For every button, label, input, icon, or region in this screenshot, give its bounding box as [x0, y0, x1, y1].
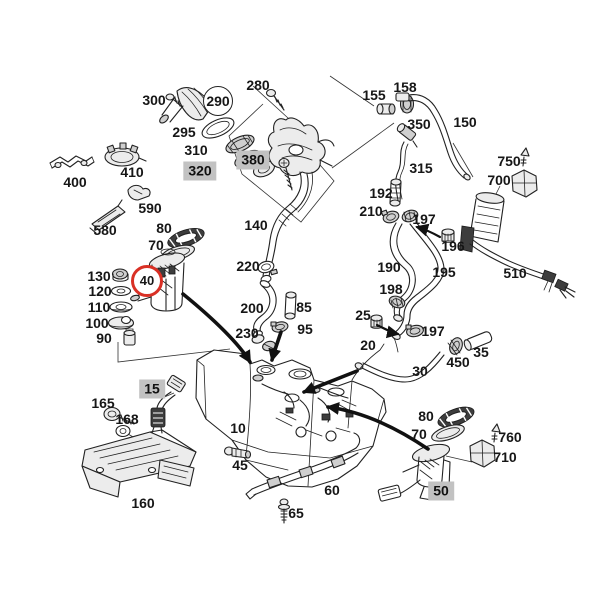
- parts-230: [251, 334, 276, 352]
- bracket-710: [469, 439, 496, 468]
- hose-195: [391, 221, 445, 340]
- fitting-155: [376, 103, 396, 115]
- strap-60: [245, 432, 361, 500]
- bracket-700: [511, 169, 538, 198]
- bolt-165: [103, 406, 135, 425]
- sender-unit-50: [377, 443, 453, 502]
- assembly-arrows: [181, 223, 442, 451]
- lock-ring-80-left: [167, 227, 205, 249]
- filler-head: [267, 117, 335, 177]
- seal-70-right: [431, 424, 465, 442]
- gasket-295: [201, 117, 235, 139]
- connector-15: [150, 374, 186, 434]
- clamp-220: [257, 260, 278, 276]
- washer-110: [109, 301, 133, 313]
- leader-lines: [117, 75, 501, 463]
- nut-130: [111, 268, 129, 282]
- tube-85: [284, 291, 297, 320]
- valve-760: [491, 423, 501, 443]
- valve-750: [520, 147, 530, 167]
- hose-20-30: [354, 337, 445, 383]
- clamp-197-mid: [405, 324, 424, 338]
- screw-300: [165, 93, 185, 110]
- flange-410: [104, 142, 147, 167]
- clamp-198: [388, 295, 406, 309]
- clamp-95: [270, 321, 289, 333]
- screw-280: [265, 88, 285, 111]
- clamp-197-top: [401, 209, 419, 223]
- clamp-210: [380, 209, 400, 224]
- fitting-350: [396, 123, 418, 148]
- screw-65: [277, 498, 291, 524]
- washer-168: [115, 424, 131, 438]
- valve-45: [223, 446, 252, 459]
- bracket-400: [49, 155, 95, 169]
- screw-380: [278, 157, 293, 191]
- canister-510: [459, 192, 576, 299]
- bracket-580: [89, 199, 126, 234]
- nut-196: [441, 228, 455, 243]
- canister-90: [123, 328, 136, 346]
- hose-35: [463, 331, 493, 351]
- hose-end-192: [389, 178, 402, 207]
- bellows-290: [159, 87, 213, 124]
- cap-100: [107, 315, 135, 330]
- clamp-450: [447, 337, 463, 356]
- hose-150: [395, 92, 471, 181]
- part-590: [127, 184, 151, 201]
- washer-120: [110, 285, 132, 297]
- pipe-315: [395, 141, 409, 201]
- fuel-pump-40: [130, 248, 186, 312]
- shield-160: [81, 429, 197, 498]
